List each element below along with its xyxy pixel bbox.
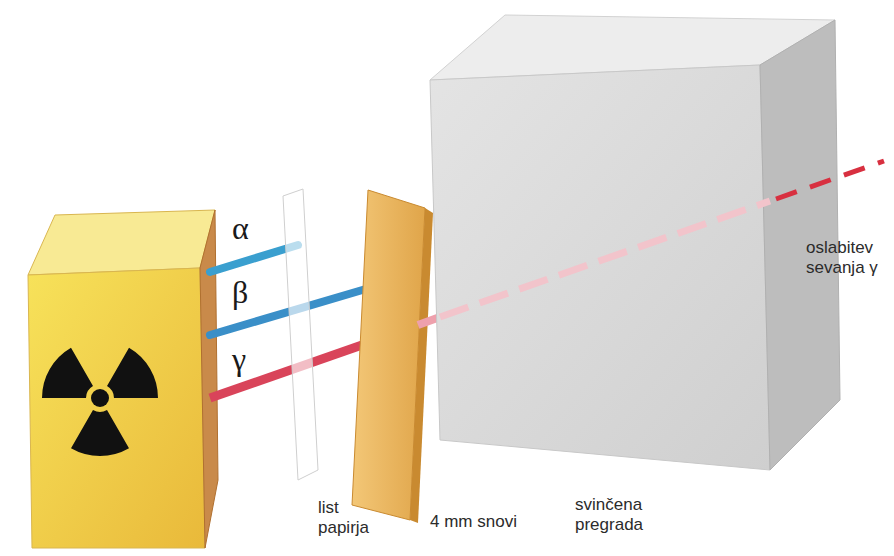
- metal-plate: [352, 190, 433, 523]
- alpha-label: α: [232, 212, 249, 244]
- lead-label: svinčena pregrada: [575, 495, 680, 536]
- gamma-label: γ: [232, 343, 246, 375]
- cube-side: [200, 210, 218, 548]
- cube-top: [28, 210, 215, 275]
- gamma-ray-inside: [440, 201, 770, 317]
- gamma-ray-attenuated: [776, 161, 884, 199]
- paper-sheet: [283, 189, 318, 480]
- lead-block: [430, 15, 840, 470]
- cube-front: [28, 268, 205, 548]
- plate-label: 4 mm snovi: [430, 512, 517, 532]
- alpha-ray: [210, 245, 298, 272]
- source-cube: [28, 210, 218, 548]
- radiation-trefoil: [42, 348, 158, 456]
- beta-label: β: [232, 276, 248, 308]
- paper-label: list papirja: [318, 498, 390, 539]
- attenuation-label: oslabitev sevanja γ: [806, 238, 888, 279]
